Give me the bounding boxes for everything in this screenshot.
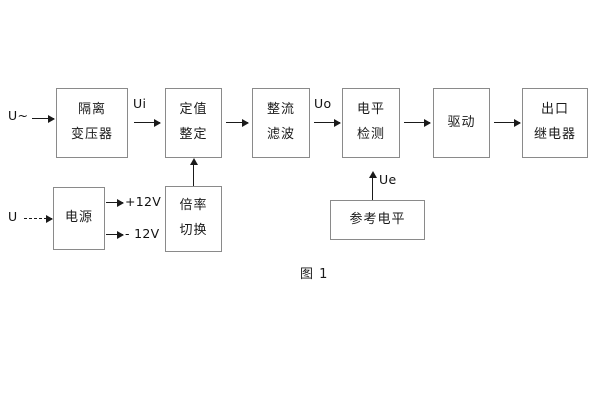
block-rectify-filter-line1: 整流 — [266, 102, 295, 118]
block-rectify-filter-line2: 滤波 — [266, 127, 295, 142]
block-setting-value: 定值 整定 — [165, 88, 222, 158]
arrow-power-supply-plus12v — [106, 198, 124, 207]
figure-caption: 图 1 — [300, 267, 329, 282]
block-setting-value-line1: 定值 — [179, 102, 208, 118]
dc-input-label: U — [8, 209, 18, 224]
signal-label-ue: Ue — [379, 172, 397, 187]
block-output-relay: 出口 继电器 — [522, 88, 588, 158]
block-reference-level: 参考电平 — [330, 200, 425, 240]
block-level-detect-line2: 检测 — [356, 127, 385, 142]
block-power-supply-line1: 电源 — [64, 210, 93, 226]
arrow-power-supply-minus12v — [106, 230, 124, 239]
block-output-relay-line2: 继电器 — [533, 127, 576, 142]
block-level-detect: 电平 检测 — [342, 88, 400, 158]
block-rectify-filter: 整流 滤波 — [252, 88, 310, 158]
signal-label-uo: Uo — [314, 96, 332, 111]
block-isolation-transformer: 隔离 变压器 — [56, 88, 128, 158]
block-reference-level-line1: 参考电平 — [349, 211, 406, 227]
block-output-relay-line1: 出口 — [540, 102, 569, 118]
block-setting-value-line2: 整定 — [179, 127, 208, 142]
arrow-rectify-filter-to-level-detect — [314, 118, 341, 127]
arrow-setting-value-to-rectify-filter — [226, 118, 249, 127]
block-multiplier-switch: 倍率 切换 — [165, 186, 222, 252]
arrow-dc-input-to-power-supply — [24, 214, 53, 223]
arrow-level-detect-to-drive — [404, 118, 431, 127]
arrow-reference-level-to-level-detect — [368, 171, 377, 200]
block-drive: 驱动 — [433, 88, 490, 158]
ac-input-label: U~ — [8, 108, 29, 123]
signal-label-minus12v: - 12V — [125, 226, 160, 241]
arrow-ac-input-to-isolation-transformer — [32, 114, 55, 123]
signal-label-plus12v: +12V — [125, 194, 162, 209]
block-level-detect-line1: 电平 — [356, 102, 385, 118]
arrow-drive-to-output-relay — [494, 118, 521, 127]
arrow-isolation-transformer-to-setting-value — [134, 118, 161, 127]
block-isolation-transformer-line1: 隔离 — [77, 102, 106, 118]
block-isolation-transformer-line2: 变压器 — [70, 127, 113, 142]
block-multiplier-switch-line2: 切换 — [179, 223, 208, 238]
signal-label-ui: Ui — [133, 96, 147, 111]
block-drive-line1: 驱动 — [447, 114, 476, 130]
block-power-supply: 电源 — [53, 187, 105, 250]
block-multiplier-switch-line1: 倍率 — [179, 198, 208, 214]
arrow-multiplier-switch-to-setting-value — [189, 158, 198, 186]
